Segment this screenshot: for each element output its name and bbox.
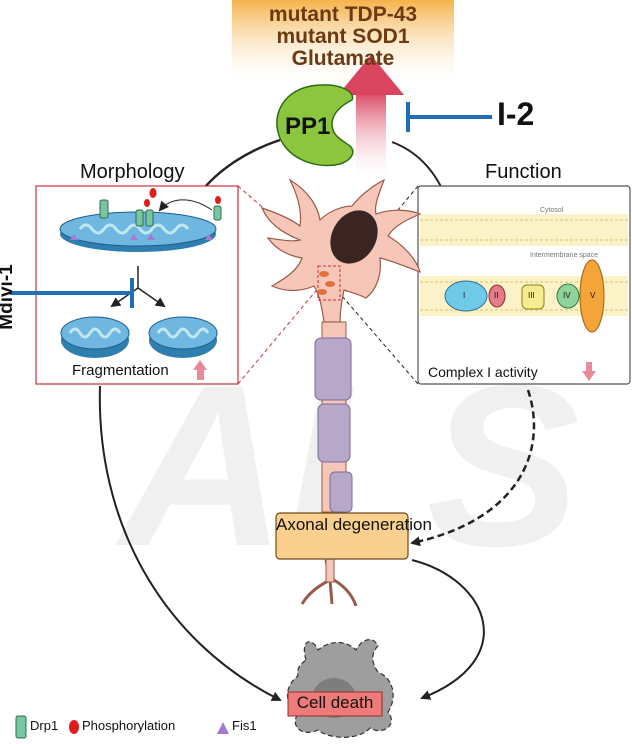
stressor-glutamate: Glutamate	[291, 47, 395, 70]
complex-i-label: I	[463, 291, 466, 300]
mdivi-inhibition	[10, 278, 134, 308]
complex-v-label: V	[590, 291, 596, 300]
i2-label: I-2	[497, 96, 535, 132]
stressor-list: mutant TDP-43 mutant SOD1 Glutamate	[232, 4, 454, 70]
complex-ii-label: II	[494, 291, 499, 300]
i2-inhibition	[406, 102, 492, 132]
drp1-recruit-arrow	[158, 199, 213, 212]
stress-arrow	[338, 55, 404, 180]
complex-i-caption: Complex I activity	[428, 364, 538, 380]
fis1-legend-icon	[217, 722, 229, 734]
outer-membrane	[420, 214, 628, 246]
pp1-shape	[276, 84, 354, 167]
complex-iii-label: III	[528, 291, 535, 300]
mdivi-label: Mdivi-1	[0, 264, 17, 330]
stressor-tdp43: mutant TDP-43	[268, 3, 418, 26]
complex-i-down-icon	[582, 362, 596, 381]
arrow-axon-death	[411, 559, 485, 700]
cell-death-label: Cell death	[296, 693, 374, 712]
complex-iii-shape	[521, 284, 545, 310]
axonal-degeneration-box	[275, 512, 409, 560]
phosphorylation-legend-icon	[69, 720, 79, 734]
function-title: Function	[485, 161, 562, 183]
axonal-degeneration-label: Axonal degeneration	[276, 515, 432, 534]
cytosol-label: Cytosol	[540, 207, 564, 214]
stressor-box	[232, 0, 454, 82]
drp1-cluster-icon	[99, 188, 222, 227]
arrow-function-axon	[410, 389, 536, 547]
neuron	[260, 178, 422, 607]
mitochondrion-fragment-right	[148, 316, 218, 358]
fragmentation-up-icon	[193, 360, 207, 380]
nucleus	[330, 210, 378, 264]
stressor-sod1: mutant SOD1	[276, 25, 410, 48]
arrow-morphology-death	[98, 385, 282, 701]
fragmentation-caption: Fragmentation	[72, 362, 169, 379]
intermembrane-label: Intermembrane space	[530, 252, 599, 259]
dead-cell	[286, 639, 394, 738]
complex-i-shape	[444, 280, 488, 312]
morphology-title: Morphology	[80, 161, 185, 183]
complex-iv-shape	[556, 283, 580, 309]
legend-phosphorylation: Phosphorylation	[82, 718, 176, 733]
legend-fis1: Fis1	[232, 718, 257, 733]
legend-drp1: Drp1	[30, 718, 59, 733]
fis1-icon	[70, 234, 213, 240]
drp1-legend-icon	[15, 715, 27, 739]
pp1-label: PP1	[285, 113, 331, 140]
complex-iv-label: IV	[563, 291, 571, 300]
complex-ii-shape	[488, 284, 506, 308]
mitochondrion-fragment-left	[60, 316, 130, 358]
cell-death-box	[287, 691, 383, 717]
complex-v-shape	[579, 259, 605, 333]
